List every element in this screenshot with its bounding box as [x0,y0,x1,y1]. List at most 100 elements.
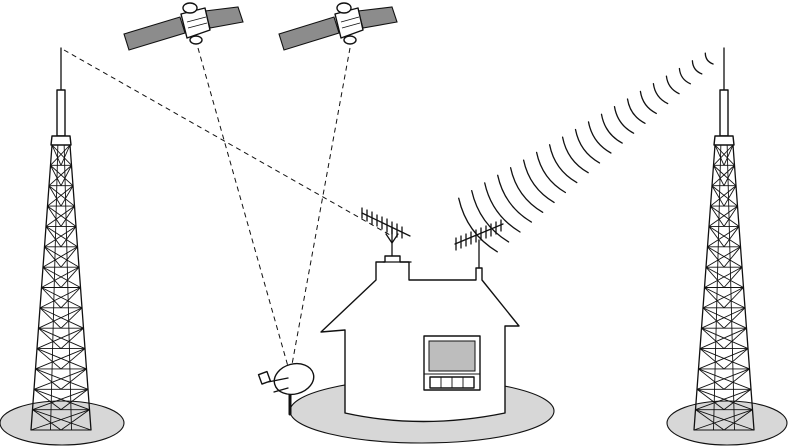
tower-lattice [42,267,80,287]
radio-wave-arc [653,84,667,104]
tower-lattice [703,308,747,328]
signal-path-tower-to-antenna [64,50,390,235]
tower-lattice [724,226,739,246]
house-body [321,256,519,422]
tower-lattice [711,186,737,206]
tower-lattice [49,186,75,206]
tower-lattice [702,328,725,348]
tower-lattice [43,247,78,267]
radio-wave-arc [524,160,555,202]
tower-lattice [48,186,74,206]
tower-lattice [40,308,61,328]
dish-reflector [271,359,317,398]
tower-lattice [42,288,62,308]
house [321,256,519,422]
tower-lattice [706,267,724,287]
tower-lattice [48,206,77,226]
radio-wave-arc [692,61,701,74]
tower-lattice [37,349,87,369]
tower-lattice [703,308,724,328]
radio-wave-arc [640,91,656,113]
tower-lattice [61,288,81,308]
radio-wave-arc [705,53,713,64]
tower-lattice [42,288,83,308]
tower-lattice [712,186,738,206]
satellite-2-left-panel [279,17,339,50]
radio-wave-arc [628,99,646,123]
tower-lattice [706,247,741,267]
right-broadcast-tower [694,48,754,430]
tower-lattice [40,288,81,308]
tower-lattice [709,206,738,226]
tower-lattice [39,328,86,348]
tower-lattice [34,369,87,389]
tower-lattice [724,247,741,267]
tower-lattice [700,349,750,369]
tower-lattice [702,328,749,348]
tower-lattice [61,328,84,348]
tower-lattice [700,349,724,369]
radio-wave-arc [576,130,600,163]
tower-lattice [36,369,89,389]
tower-lattice [61,226,76,246]
tower-lattice [705,267,743,287]
signal-path-satellite1-to-dish [198,48,289,370]
tower-lattice [706,267,744,287]
tower-lattice [702,308,746,328]
tower-lattice [708,226,740,246]
radio-waves [459,53,713,252]
tower-lattice [46,226,78,246]
roof-antenna-left [362,208,410,256]
tower-lattice [46,206,75,226]
television [424,336,480,390]
tower-lattice [61,247,78,267]
tower-lattice [46,226,61,246]
tower-lattice [45,226,77,246]
tower-lattice [37,328,84,348]
tower-lattice [61,349,85,369]
tower-lattice [724,267,742,287]
tower-lattice [61,267,79,287]
roof-antenna-right [455,220,503,268]
tower-lattice [37,349,61,369]
radio-wave-arc [666,76,679,94]
tower-lattice [43,267,61,287]
satellite-1-right-panel [205,7,243,28]
radio-wave-arc [550,145,577,183]
tower-lattice [39,308,83,328]
left-tower-ground [0,401,124,445]
radio-wave-arc [563,137,589,173]
tower-lattice [699,369,752,389]
tv-screen [429,341,475,371]
tower-lattice [43,267,81,287]
tower-lattice [711,206,740,226]
tower-lattice [708,247,743,267]
tower-lattice [708,247,725,267]
satellite-2 [279,3,397,50]
satellite-2-right-panel [358,7,397,28]
tower-lattice [705,288,725,308]
radio-wave-arc [537,152,566,192]
tower-lattice [699,349,749,369]
tower-lattice [39,328,62,348]
tower-lattice [45,247,80,267]
radio-wave-arc [589,122,611,153]
tower-lattice [724,328,747,348]
tower-lattice [36,349,86,369]
tower-lattice [724,349,748,369]
satellite-1-left-panel [124,17,185,50]
radio-wave-arc [679,69,690,84]
tower-lattice [703,288,744,308]
tower-lattice [709,226,724,246]
tower-lattice [36,369,62,389]
tower-lattice [724,308,745,328]
tower-lattice [61,308,82,328]
satellite-1 [124,3,243,50]
left-broadcast-tower [31,48,91,430]
tower-lattice [40,308,84,328]
tower-lattice [700,328,747,348]
tower-lattice [705,288,746,308]
tower-lattice [699,369,725,389]
